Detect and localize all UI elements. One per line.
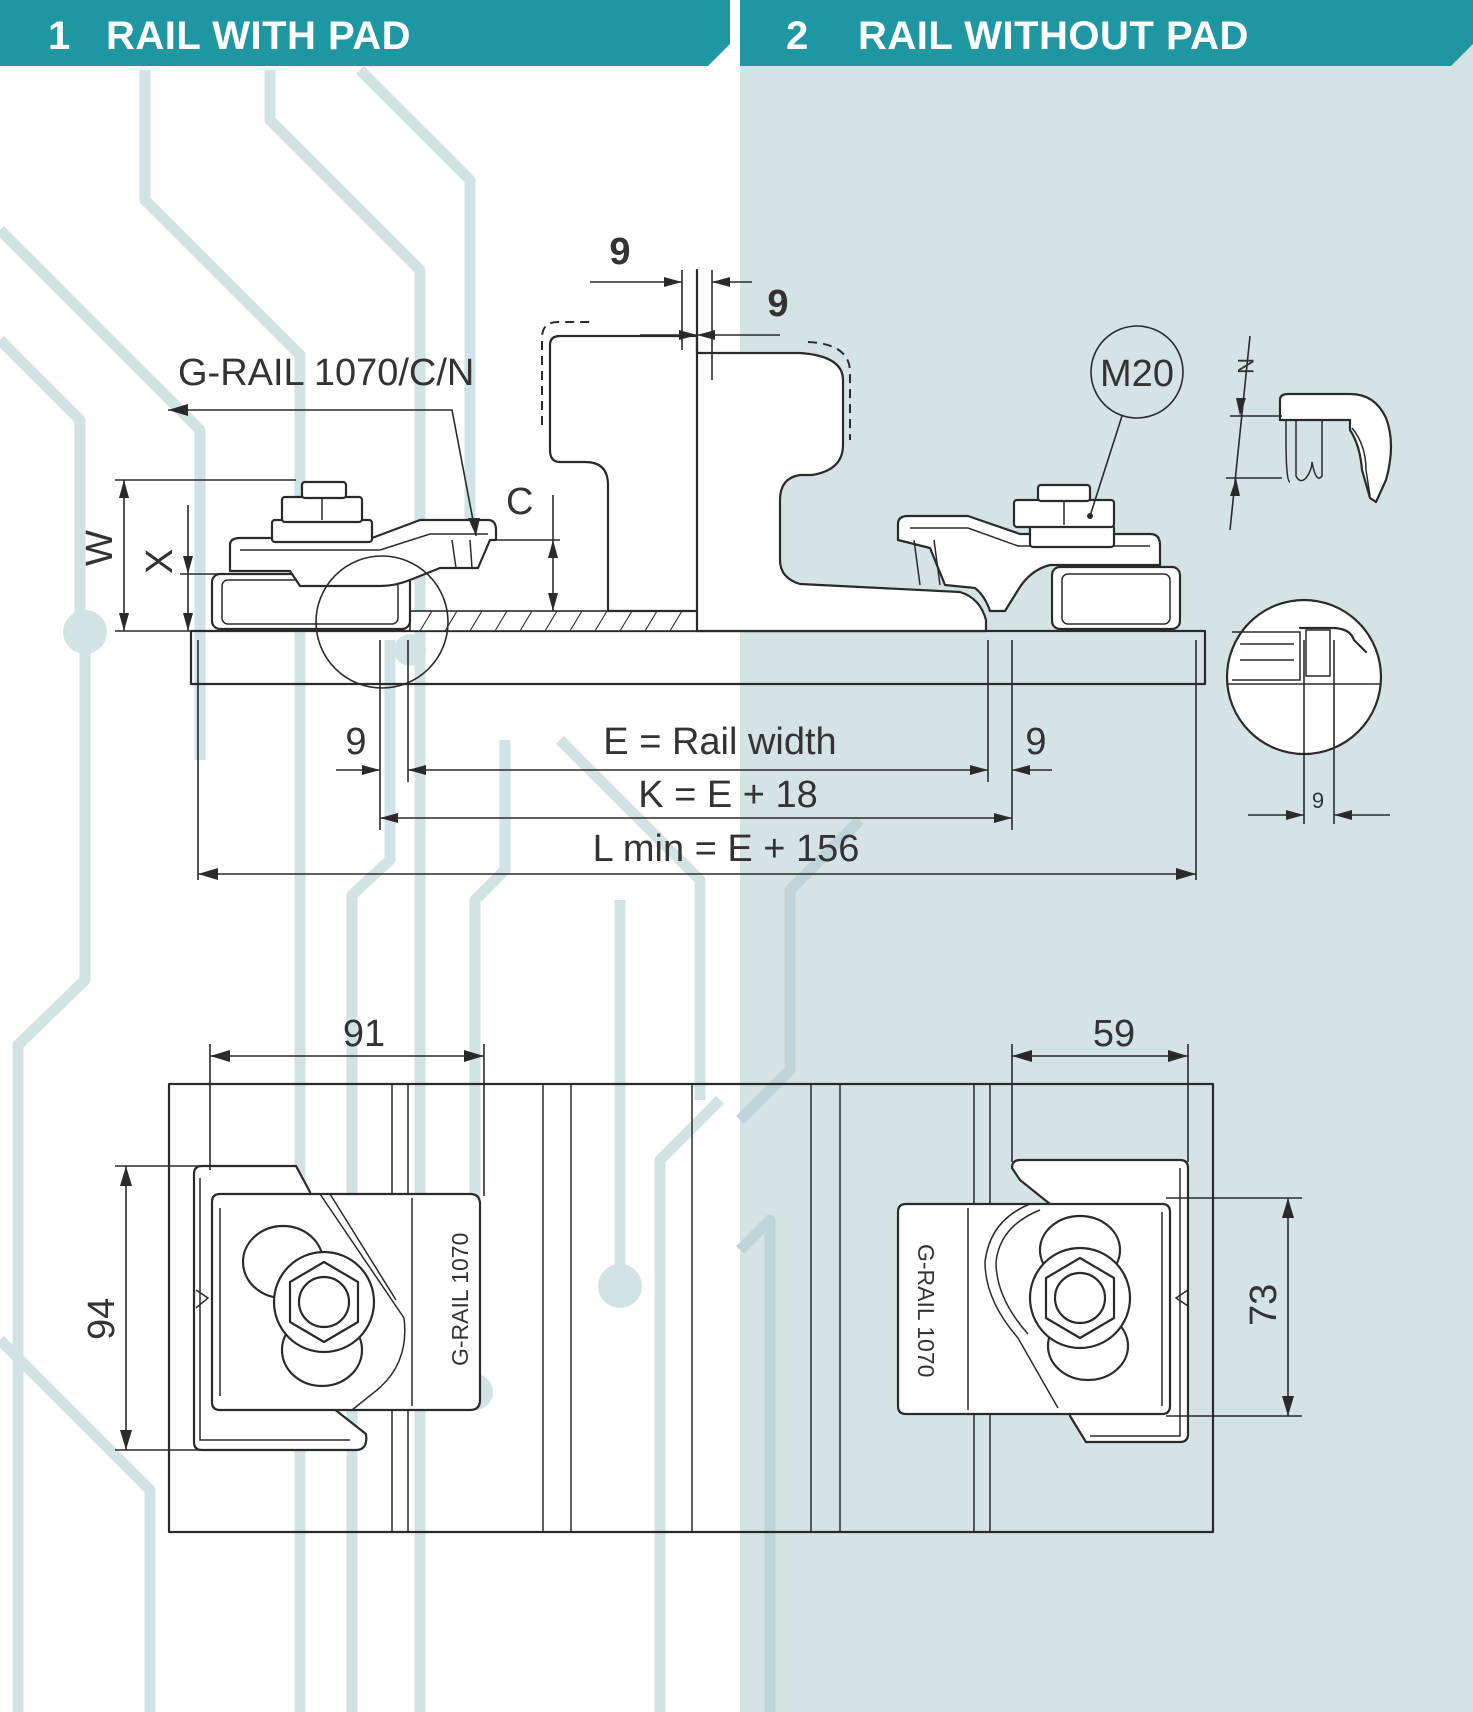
clip-callout-label: G-RAIL 1070/C/N (178, 352, 474, 394)
dim-top-left: 9 (609, 231, 630, 273)
right-plan-clip (896, 1158, 1190, 1444)
right-clip-engraving: G-RAIL 1070 (913, 1244, 939, 1377)
detail-circle-marker (315, 555, 449, 689)
plan-right-height-label: 73 (1243, 1284, 1285, 1326)
header-bar-2 (740, 0, 1473, 66)
panel-title-1: RAIL WITH PAD (106, 14, 411, 58)
plan-base-plate (167, 1082, 1215, 1534)
pad-hatch (419, 610, 683, 632)
panel-header-with-pad: 1 RAIL WITH PAD (0, 0, 730, 66)
dim-top-right: 9 (767, 283, 788, 325)
plan-left-height-label: 94 (81, 1298, 123, 1340)
panel-header-without-pad: 2 RAIL WITHOUT PAD (740, 0, 1473, 66)
label-c: C (506, 481, 533, 523)
panel-title-2: RAIL WITHOUT PAD (858, 14, 1249, 58)
panel-number-2: 2 (786, 14, 809, 58)
label-w: W (79, 530, 121, 566)
n-detail (1226, 335, 1393, 531)
left-panel-bg (0, 0, 740, 1712)
pad-gap-detail (1225, 598, 1390, 824)
label-n: N (1233, 358, 1258, 374)
plan-right-width-label: 59 (1093, 1013, 1135, 1055)
dim-right-gap: 9 (1025, 721, 1046, 763)
bolt-size-circle (1090, 325, 1184, 419)
right-clip-assembly (896, 483, 1182, 631)
section-view (115, 268, 1393, 880)
k-dimension-label: K = E + 18 (638, 774, 818, 816)
dim-left-gap: 9 (345, 721, 366, 763)
rail-width-label: E = Rail width (603, 721, 836, 763)
header-bar-1 (0, 0, 730, 66)
l-min-label: L min = E + 156 (593, 828, 860, 870)
plan-left-width-label: 91 (343, 1013, 385, 1055)
plan-view (115, 1044, 1302, 1534)
label-x: X (139, 549, 181, 574)
rail-profile (548, 334, 988, 633)
panel-number-1: 1 (48, 14, 71, 58)
left-clip-assembly (210, 480, 498, 631)
left-plan-clip (192, 1164, 482, 1452)
detail-gap-label: 9 (1312, 788, 1324, 813)
circuit-decoration (0, 66, 864, 1712)
bolt-size-label: M20 (1100, 353, 1174, 395)
left-clip-engraving: G-RAIL 1070 (447, 1233, 473, 1366)
